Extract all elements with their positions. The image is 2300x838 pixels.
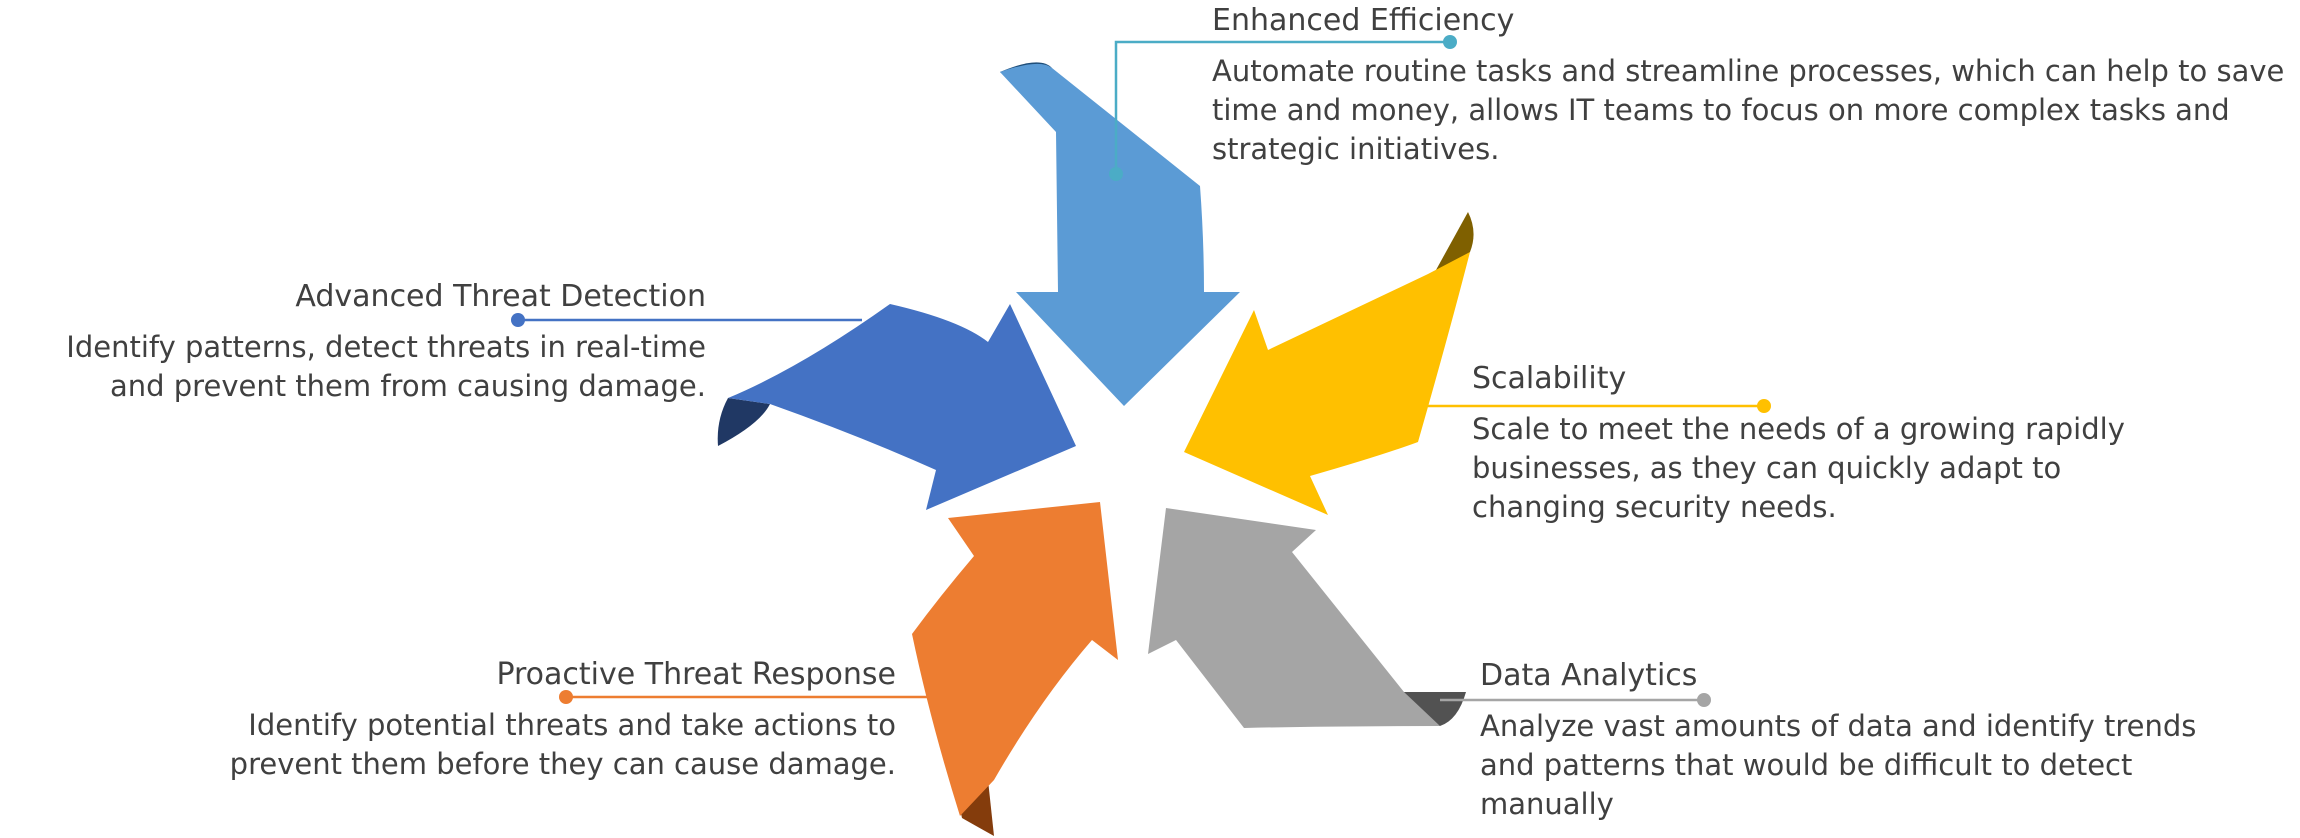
arrow-data-analytics	[1148, 508, 1466, 728]
connector-advanced	[511, 313, 862, 327]
arrow-body	[728, 304, 1076, 510]
item-description: Identify patterns, detect threats in rea…	[66, 330, 706, 403]
item-title: Data Analytics	[1480, 658, 1698, 693]
arrow-enhanced-efficiency	[1000, 62, 1240, 406]
item-data-analytics: Data Analytics Analyze vast amounts of d…	[1480, 657, 2240, 824]
connector-analytics	[1440, 693, 1711, 707]
item-enhanced-efficiency: Enhanced Efficiency Automate routine tas…	[1212, 2, 2292, 169]
arrow-advanced-threat-detection	[717, 304, 1076, 510]
item-description: Automate routine tasks and streamline pr…	[1212, 54, 2285, 166]
item-description: Identify potential threats and take acti…	[229, 708, 896, 781]
item-description: Scale to meet the needs of a growing rap…	[1472, 412, 2125, 524]
item-advanced-threat-detection: Advanced Threat Detection Identify patte…	[10, 278, 706, 406]
item-title: Advanced Threat Detection	[295, 279, 706, 314]
item-proactive-threat-response: Proactive Threat Response Identify poten…	[160, 656, 896, 784]
item-description: Analyze vast amounts of data and identif…	[1480, 709, 2197, 821]
item-title: Proactive Threat Response	[496, 657, 896, 692]
arrow-body	[1148, 508, 1440, 728]
arrow-body	[912, 502, 1118, 816]
arrow-scalability	[1184, 212, 1474, 515]
item-title: Enhanced Efficiency	[1212, 3, 1515, 38]
arrow-body	[1000, 63, 1240, 406]
connector-proactive	[559, 690, 928, 704]
arrow-fold-shade	[717, 398, 770, 446]
item-scalability: Scalability Scale to meet the needs of a…	[1472, 360, 2192, 527]
connector-scalability	[1428, 399, 1771, 413]
item-title: Scalability	[1472, 361, 1627, 396]
arrow-body	[1184, 252, 1470, 515]
connector-efficiency	[1109, 35, 1457, 181]
arrow-proactive-threat-response	[912, 502, 1118, 836]
